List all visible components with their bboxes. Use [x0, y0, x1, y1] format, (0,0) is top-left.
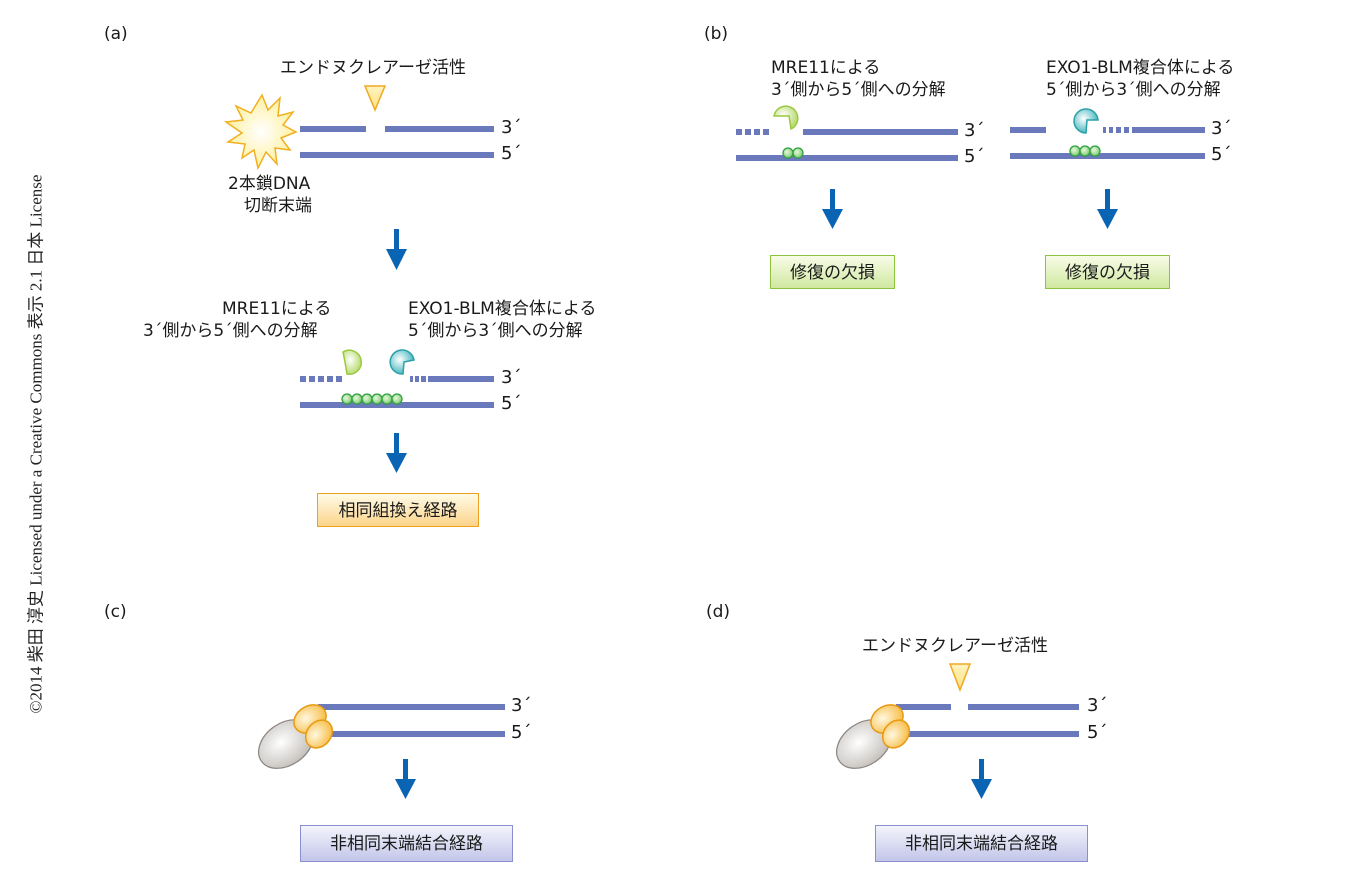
homologous-recombination-box: 相同組換え経路 — [317, 493, 479, 527]
panel-c-ku-complex — [258, 704, 505, 769]
dna-top-strand-left — [1010, 127, 1046, 133]
mre11-label-line1: MRE11による — [771, 58, 881, 78]
panel-d-label: (d) — [706, 602, 731, 622]
five-prime-label: 5´ — [511, 722, 532, 743]
nhej-pathway-box: 非相同末端結合経路 — [875, 825, 1088, 862]
mre11-label-line2: 3´側から5´側への分解 — [771, 80, 946, 100]
dna-top-strand — [318, 704, 505, 710]
three-prime-label: 3´ — [1087, 695, 1108, 716]
panel-b-left — [736, 105, 958, 161]
five-prime-label: 5´ — [1087, 722, 1108, 743]
dashed-strand-right — [1103, 127, 1205, 133]
five-prime-label: 5´ — [501, 143, 522, 164]
exo1-blm-label-line2: 5´側から3´側への分解 — [1046, 80, 1221, 100]
exo1-blm-label-line1: EXO1-BLM複合体による — [408, 299, 597, 319]
dashed-strand-left — [300, 376, 342, 382]
mre11-label-line1: MRE11による — [222, 299, 332, 319]
endonuclease-activity-label: エンドヌクレアーゼ活性 — [862, 636, 1048, 656]
exo1-blm-label-line2: 5´側から3´側への分解 — [408, 321, 583, 341]
mre11-label-line2: 3´側から5´側への分解 — [143, 321, 318, 341]
dna-top-strand-left — [896, 704, 951, 710]
endonuclease-cleavage-icon — [948, 663, 972, 693]
panel-a-break-site — [223, 85, 494, 171]
dna-top-strand — [803, 129, 958, 135]
mre11-icon — [342, 349, 363, 375]
endonuclease-cleavage-icon — [363, 85, 387, 112]
exo1-blm-label-line1: EXO1-BLM複合体による — [1046, 58, 1235, 78]
repair-deficiency-box-right: 修復の欠損 — [1045, 255, 1170, 289]
arrow-down-icon — [971, 759, 992, 799]
arrow-down-icon — [386, 229, 407, 270]
dna-bottom-strand — [1010, 153, 1205, 159]
ku80-icon — [881, 719, 911, 749]
three-prime-label: 3´ — [501, 367, 522, 388]
panel-a-resection — [300, 349, 494, 408]
three-prime-label: 3´ — [501, 117, 522, 138]
dna-bottom-strand — [300, 402, 494, 408]
dsb-burst-icon — [223, 93, 298, 171]
dashed-strand-left — [736, 129, 769, 135]
panel-a-label: (a) — [104, 24, 128, 44]
rpa-beads — [1069, 145, 1101, 157]
dashed-strand-right — [410, 376, 494, 382]
panel-c-label: (c) — [104, 602, 127, 622]
five-prime-label: 5´ — [501, 393, 522, 414]
dna-bottom-strand — [736, 155, 958, 161]
three-prime-label: 3´ — [511, 695, 532, 716]
three-prime-label: 3´ — [1211, 118, 1232, 139]
dna-bottom-strand — [896, 731, 1079, 737]
exo1-blm-icon — [389, 349, 415, 375]
five-prime-label: 5´ — [964, 146, 985, 167]
nhej-pathway-box: 非相同末端結合経路 — [300, 825, 513, 862]
mre11-icon — [773, 105, 799, 131]
exo1-blm-icon — [1073, 108, 1099, 134]
endonuclease-activity-label: エンドヌクレアーゼ活性 — [280, 58, 466, 78]
dsb-label-line2: 切断末端 — [244, 196, 312, 216]
arrow-down-icon — [395, 759, 416, 799]
dsb-label-line1: 2本鎖DNA — [228, 174, 311, 194]
dna-top-strand-right — [385, 126, 494, 132]
dna-top-strand-right — [968, 704, 1079, 710]
rpa-beads — [341, 393, 403, 405]
rpa-beads — [782, 147, 804, 159]
dna-bottom-strand — [318, 731, 505, 737]
arrow-down-icon — [1097, 189, 1118, 229]
five-prime-label: 5´ — [1211, 144, 1232, 165]
panel-b-right — [1010, 108, 1205, 159]
panel-d-ku-complex — [836, 663, 1079, 769]
panel-b-label: (b) — [704, 24, 729, 44]
repair-deficiency-box-left: 修復の欠損 — [770, 255, 895, 289]
dna-bottom-strand — [300, 152, 494, 158]
dna-top-strand-left — [300, 126, 366, 132]
arrow-down-icon — [386, 433, 407, 473]
arrow-down-icon — [822, 189, 843, 229]
ku80-icon — [304, 719, 334, 749]
three-prime-label: 3´ — [964, 120, 985, 141]
